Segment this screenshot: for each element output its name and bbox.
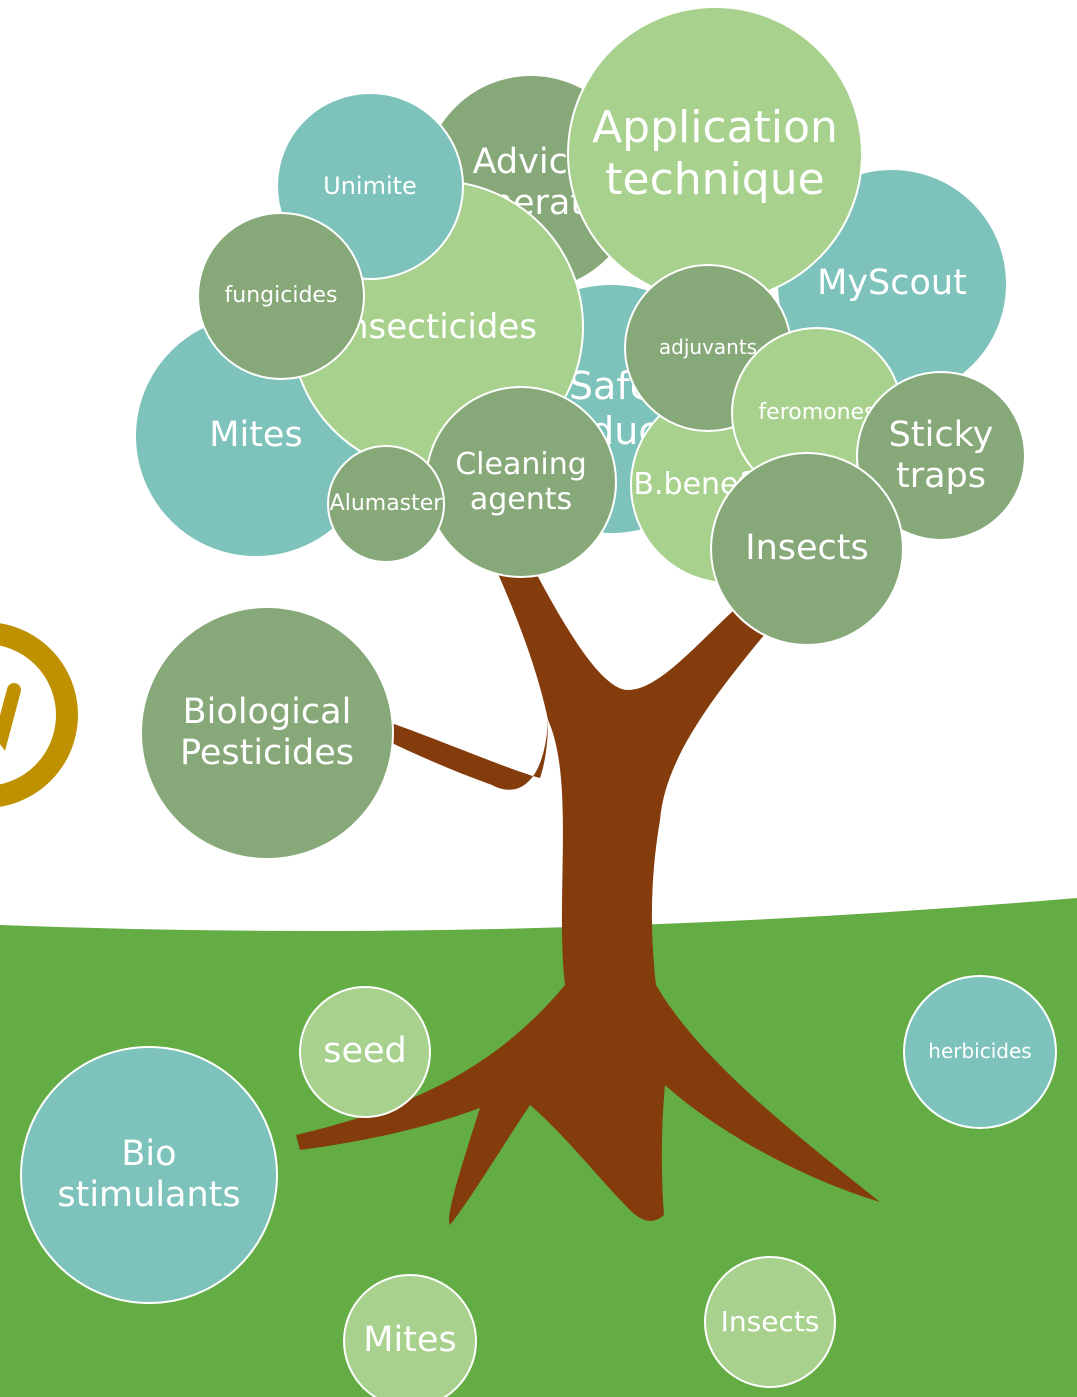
bubble-cleaning-agents[interactable]: Cleaning agents [425, 386, 617, 578]
bubble-label: Insects [720, 1305, 820, 1339]
bubble-herbicides[interactable]: herbicides [903, 975, 1057, 1129]
bubble-label: Sticky traps [888, 414, 994, 496]
bubble-label: fungicides [224, 283, 338, 309]
bubble-label: herbicides [928, 1039, 1032, 1064]
bubble-label: Biological Pesticides [179, 691, 355, 773]
bubble-label: Mites [209, 415, 303, 456]
bubble-label: Insects [745, 528, 869, 569]
bubble-label: adjuvants [658, 335, 758, 360]
ring-checkmark [0, 683, 21, 751]
bubble-biological-pesticides[interactable]: Biological Pesticides [140, 606, 394, 860]
bubble-label: Application technique [592, 102, 838, 205]
bubble-seed[interactable]: seed [299, 986, 431, 1118]
bubble-application-technique[interactable]: Application technique [567, 6, 863, 302]
bubble-insects-canopy[interactable]: Insects [710, 452, 904, 646]
bubble-label: Bio stimulants [57, 1133, 241, 1215]
bubble-fungicides[interactable]: fungicides [197, 212, 365, 380]
partial-ring [0, 623, 78, 807]
bubble-label: Alumaster [329, 491, 443, 517]
tree-trunk [296, 548, 880, 1225]
bubble-label: MyScout [817, 263, 967, 304]
bubble-mites-ground[interactable]: Mites [343, 1274, 477, 1397]
bubble-label: Mites [363, 1320, 457, 1361]
bubble-bio-stimulants[interactable]: Bio stimulants [20, 1046, 278, 1304]
bubble-label: seed [323, 1031, 407, 1072]
bubble-label: Unimite [323, 171, 417, 200]
bubble-label: Cleaning agents [455, 446, 587, 517]
bubble-label: feromones [758, 400, 876, 426]
bubble-alumaster[interactable]: Alumaster [327, 445, 445, 563]
bubble-label: Insecticides [336, 306, 538, 347]
bubble-insects-ground[interactable]: Insects [704, 1256, 836, 1388]
